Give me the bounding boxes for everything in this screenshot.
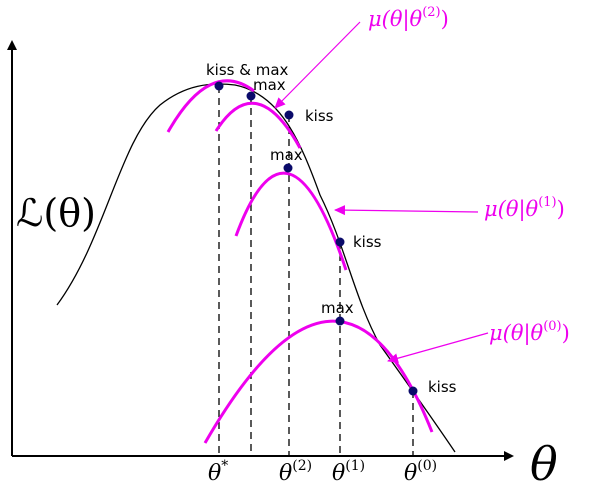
tick-theta-star: θ*: [208, 458, 228, 486]
bound-labels: μ(θ|θ(2)) μ(θ|θ(1)) μ(θ|θ(0)): [368, 5, 570, 346]
bound-label-1: μ(θ|θ(1)): [484, 195, 565, 222]
point-kiss-0: [408, 386, 418, 396]
point-max-0: [335, 316, 345, 326]
tick-theta-2: θ(2): [279, 458, 312, 486]
tick-theta-0: θ(0): [404, 458, 437, 486]
tick-theta-1-base: θ: [332, 461, 345, 486]
likelihood-curve: [56, 83, 456, 453]
label-kiss-1: kiss: [353, 233, 382, 251]
label-kiss-0: kiss: [428, 378, 457, 396]
label-max-1: max: [270, 146, 303, 164]
tick-theta-star-sup: *: [221, 458, 228, 474]
point-kiss-2: [284, 110, 294, 120]
bound-label-2-base: μ(θ|θ: [368, 7, 423, 32]
bound-label-1-base: μ(θ|θ: [484, 197, 539, 222]
y-axis-label: ℒ(θ): [16, 191, 96, 235]
point-kiss-max: [214, 81, 224, 91]
tick-theta-2-base: θ: [279, 461, 292, 486]
lower-bounds: [166, 79, 434, 444]
bound-label-0-tail: ): [562, 321, 570, 345]
bound-arrow-1: [334, 205, 479, 216]
bound-curve-2: [166, 79, 255, 133]
tick-theta-star-base: θ: [208, 461, 221, 486]
label-max-0: max: [321, 299, 354, 317]
bound-label-1-tail: ): [557, 197, 565, 221]
bound-label-2: μ(θ|θ(2)): [368, 5, 449, 32]
point-kiss-1: [335, 237, 345, 247]
bound-label-0: μ(θ|θ(0)): [489, 319, 570, 346]
bound-arrows: [274, 21, 489, 364]
bound-label-0-sup: (0): [543, 319, 561, 334]
point-max-2: [246, 91, 256, 101]
label-max-2: max: [253, 76, 286, 94]
point-max-1: [283, 163, 293, 173]
tick-theta-2-sup: (2): [292, 458, 312, 474]
bound-curve-0: [203, 319, 434, 444]
bound-label-2-sup: (2): [422, 5, 440, 20]
tick-theta-0-sup: (0): [417, 458, 437, 474]
bound-arrow-0: [387, 332, 489, 364]
label-kiss-2: kiss: [305, 107, 334, 125]
tick-theta-0-base: θ: [404, 461, 417, 486]
bound-label-0-base: μ(θ|θ: [489, 321, 544, 346]
bound-curve-1: [234, 171, 348, 271]
x-axis-label: θ: [530, 437, 558, 486]
bound-label-1-sup: (1): [538, 195, 556, 210]
bound-label-2-tail: ): [441, 7, 449, 31]
bound-arrow-2: [274, 21, 361, 109]
dashed-guides: [218, 86, 414, 456]
bound-curve-2b: [214, 101, 302, 149]
tick-theta-1-sup: (1): [345, 458, 365, 474]
tick-theta-1: θ(1): [332, 458, 365, 486]
label-kiss-and-max: kiss & max: [206, 61, 289, 79]
tick-labels: θ* θ(2) θ(1) θ(0): [208, 458, 437, 486]
points: [214, 81, 418, 396]
